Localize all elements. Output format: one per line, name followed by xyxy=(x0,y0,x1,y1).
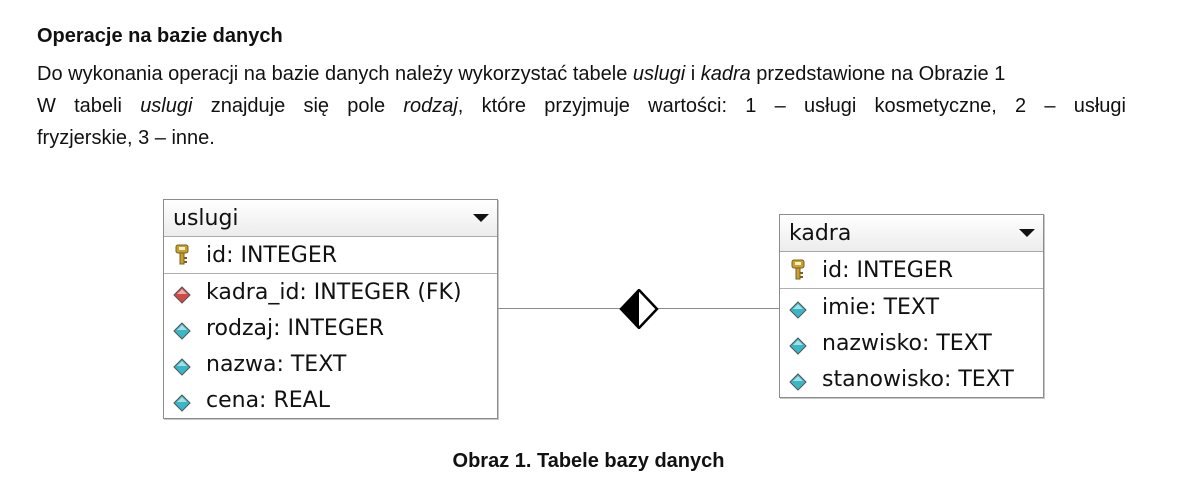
table-name-uslugi: uslugi xyxy=(140,95,193,117)
chevron-down-icon[interactable] xyxy=(1019,229,1035,237)
paragraph-line-3: fryzjerskie, 3 – inne. xyxy=(37,127,215,149)
text-segment: i xyxy=(685,63,701,85)
text-segment: W tabeli xyxy=(37,95,141,117)
paragraph-line-1: Do wykonania operacji na bazie danych na… xyxy=(37,58,1126,90)
table-title: uslugi xyxy=(173,206,239,231)
key-icon xyxy=(173,244,191,272)
field-row[interactable]: imie: TEXT xyxy=(780,289,1043,325)
field-label: stanowisko: TEXT xyxy=(822,367,1014,392)
field-list: id: INTEGER kadra_id: INTEGER (FK) rodzaj:… xyxy=(164,237,497,418)
field-label: id: INTEGER xyxy=(206,243,338,268)
red-diamond-icon xyxy=(173,285,191,310)
text-segment: przedstawione na Obrazie 1 xyxy=(750,63,1006,85)
table-title: kadra xyxy=(789,221,852,246)
field-row[interactable]: rodzaj: INTEGER xyxy=(164,310,497,346)
field-label: nazwisko: TEXT xyxy=(822,331,992,356)
relationship-diamond-icon xyxy=(619,289,659,329)
teal-diamond-icon xyxy=(173,393,191,418)
table-header[interactable]: uslugi xyxy=(164,200,497,237)
teal-diamond-icon xyxy=(789,300,807,325)
paragraph-line-2: W tabeli uslugi znajduje się pole rodzaj… xyxy=(37,90,1126,122)
text-segment: Do wykonania operacji na bazie danych na… xyxy=(37,63,633,85)
table-kadra[interactable]: kadra id: INTEGER imie: TEXT nazwisko: TEX… xyxy=(779,214,1044,398)
field-row[interactable]: id: INTEGER xyxy=(780,252,1043,289)
section-heading: Operacje na bazie danych xyxy=(37,25,283,47)
chevron-down-icon[interactable] xyxy=(473,214,489,222)
table-name-uslugi: uslugi xyxy=(632,63,686,85)
field-list: id: INTEGER imie: TEXT nazwisko: TEXT stano… xyxy=(780,252,1043,397)
field-row[interactable]: nazwa: TEXT xyxy=(164,346,497,382)
table-name-kadra: kadra xyxy=(700,63,751,85)
teal-diamond-icon xyxy=(789,372,807,397)
field-name-rodzaj: rodzaj xyxy=(403,95,458,117)
key-icon xyxy=(789,259,807,287)
field-label: nazwa: TEXT xyxy=(206,352,347,377)
field-label: id: INTEGER xyxy=(822,258,954,283)
teal-diamond-icon xyxy=(173,357,191,382)
text-segment: znajduje się pole xyxy=(192,95,404,117)
field-row[interactable]: cena: REAL xyxy=(164,382,497,418)
figure-caption: Obraz 1. Tabele bazy danych xyxy=(452,450,725,472)
field-label: cena: REAL xyxy=(206,388,330,413)
field-label: kadra_id: INTEGER (FK) xyxy=(206,280,462,305)
teal-diamond-icon xyxy=(173,321,191,346)
table-header[interactable]: kadra xyxy=(780,215,1043,252)
field-row[interactable]: kadra_id: INTEGER (FK) xyxy=(164,274,497,310)
text-segment: , które przyjmuje wartości: 1 – usługi k… xyxy=(457,95,1126,117)
field-row[interactable]: nazwisko: TEXT xyxy=(780,325,1043,361)
table-uslugi[interactable]: uslugi id: INTEGER kadra_id: INTEGER (FK)… xyxy=(163,199,498,419)
field-label: rodzaj: INTEGER xyxy=(206,316,385,341)
field-row[interactable]: stanowisko: TEXT xyxy=(780,361,1043,397)
teal-diamond-icon xyxy=(789,336,807,361)
field-row[interactable]: id: INTEGER xyxy=(164,237,497,274)
description-paragraph: Do wykonania operacji na bazie danych na… xyxy=(37,58,1126,154)
field-label: imie: TEXT xyxy=(822,295,940,320)
